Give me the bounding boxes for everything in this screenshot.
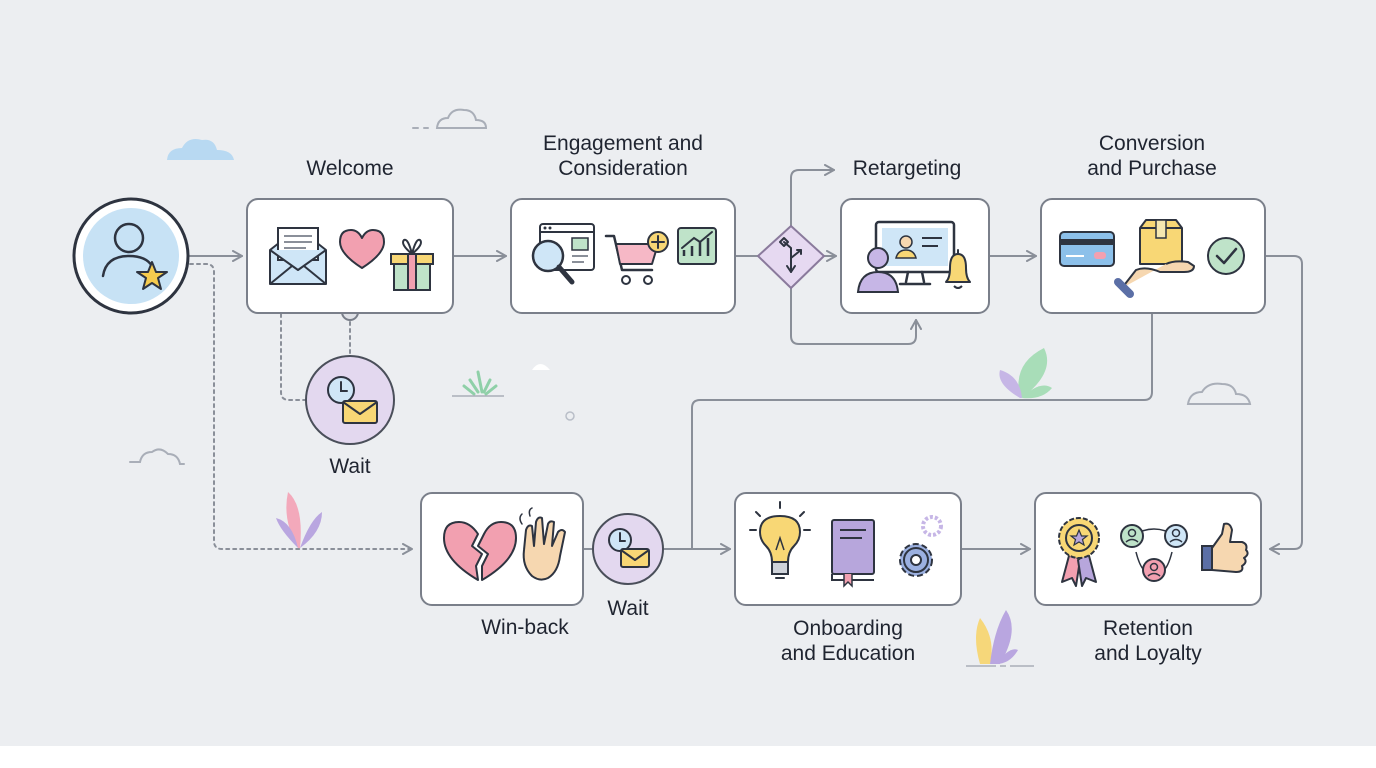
- package-hand-icon: [1114, 219, 1195, 298]
- shopping-cart-icon: [604, 231, 669, 285]
- envelope-icon: [269, 227, 327, 285]
- book-icon: [831, 519, 875, 588]
- gift-icon: [390, 238, 434, 291]
- stage-retention-label: Retention and Loyalty: [1094, 617, 1202, 665]
- stage-engagement-label: Engagement and Consideration: [543, 132, 703, 180]
- stage-engagement-card: [510, 198, 736, 314]
- stage-retargeting-label: Retargeting: [852, 157, 962, 180]
- decision-node: [757, 225, 825, 289]
- stage-retention-card: [1034, 492, 1262, 606]
- stage-onboarding-label: Onboarding and Education: [780, 617, 916, 665]
- wait-top-label: Wait: [329, 455, 371, 478]
- stage-conversion-label: Conversion and Purchase: [1087, 132, 1217, 180]
- heart-icon: [339, 229, 385, 269]
- stage-winback-label: Win-back: [481, 616, 569, 639]
- checkmark-icon: [1207, 237, 1245, 275]
- connector-decision-retargeting-top: [790, 164, 835, 227]
- plant-decoration: [966, 610, 1034, 667]
- stage-winback-card: [420, 492, 584, 606]
- plant-decoration: [999, 348, 1052, 399]
- growth-chart-icon: [677, 227, 717, 265]
- clock-icon: [327, 376, 355, 404]
- thumbs-up-icon: [1201, 522, 1249, 573]
- connector-conversion-retention: [1265, 255, 1303, 555]
- stage-conversion-card: [1040, 198, 1266, 314]
- stage-retargeting-card: [840, 198, 990, 314]
- envelope-icon: [620, 548, 650, 568]
- broken-heart-icon: [443, 521, 517, 581]
- connector-conversion-onboarding: [691, 313, 1153, 550]
- journey-diagram: Welcome Engagement and Consideration Ret…: [0, 0, 1376, 746]
- stage-welcome-label: Welcome: [306, 157, 394, 180]
- connector-wait-loop: [280, 313, 307, 401]
- start-user: [72, 197, 190, 315]
- stage-welcome-card: [246, 198, 454, 314]
- stage-onboarding-card: [734, 492, 962, 606]
- plant-decoration: [276, 492, 322, 548]
- connector-start-winback: [189, 263, 413, 555]
- monitor-icon: [874, 220, 956, 286]
- wait-node-bottom: [592, 513, 664, 585]
- envelope-icon: [342, 400, 378, 424]
- waving-hand-icon: [519, 507, 566, 581]
- cloud-icon: [129, 448, 185, 465]
- search-page-icon: [531, 223, 595, 285]
- connector-decision-retargeting-bottom: [790, 287, 922, 345]
- clock-icon: [608, 528, 632, 552]
- lightbulb-icon: [749, 501, 811, 579]
- gear-icon: [899, 515, 943, 577]
- community-icon: [1120, 524, 1188, 582]
- cloud-icon: [1186, 382, 1252, 405]
- cloud-icon: [167, 139, 234, 160]
- award-badge-icon: [1058, 517, 1100, 587]
- plant-decoration: [452, 370, 504, 397]
- dot-decoration: [532, 364, 575, 421]
- credit-card-icon: [1059, 231, 1115, 267]
- cloud-icon: [412, 108, 488, 129]
- bell-icon: [945, 249, 971, 289]
- diagram-canvas: [72, 108, 1303, 667]
- person-icon: [856, 247, 900, 293]
- user-star-icon: [101, 222, 168, 290]
- branch-diamond-icon: [779, 237, 802, 273]
- wait-bottom-label: Wait: [607, 597, 649, 620]
- wait-node-top: [305, 355, 395, 445]
